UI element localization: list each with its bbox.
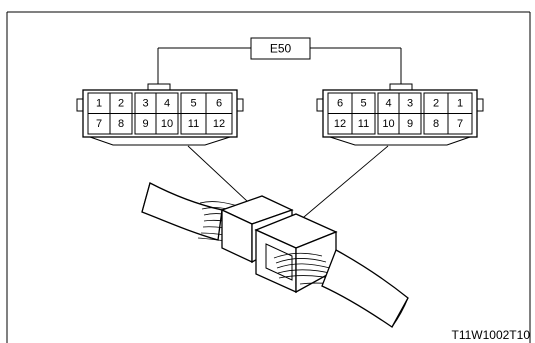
- pin-number: 12: [334, 118, 346, 130]
- pin-number: 9: [407, 118, 413, 130]
- left-top-row: 1 2 3 4 5 6: [96, 98, 222, 110]
- diagram-frame: [6, 11, 531, 343]
- pin-number: 7: [457, 118, 463, 130]
- pin-number: 10: [161, 118, 173, 130]
- pin-number: 8: [433, 118, 439, 130]
- pin-number: 8: [118, 118, 124, 130]
- pin-number: 5: [360, 98, 366, 110]
- pin-number: 2: [433, 98, 439, 110]
- pin-number: 9: [142, 118, 148, 130]
- figure-code: T11W1002T10: [452, 328, 531, 342]
- pin-number: 12: [213, 118, 225, 130]
- pin-number: 1: [96, 98, 102, 110]
- pin-number: 6: [216, 98, 222, 110]
- pin-number: 6: [337, 98, 343, 110]
- harness-illustration: [141, 182, 409, 328]
- pin-number: 4: [164, 98, 170, 110]
- left-pin-grid: [87, 92, 233, 135]
- right-connector-face: 6 5 4 3 2 1 12 11 10 9 8 7: [316, 83, 484, 146]
- connector-id-tag: E50: [157, 37, 402, 84]
- pin-number: 10: [382, 118, 394, 130]
- pin-number: 4: [385, 98, 391, 110]
- pin-number: 7: [96, 118, 102, 130]
- pin-number: 3: [407, 98, 413, 110]
- connector-id-label: E50: [270, 42, 292, 56]
- pin-number: 2: [118, 98, 124, 110]
- pin-number: 5: [190, 98, 196, 110]
- right-top-row: 6 5 4 3 2 1: [337, 98, 463, 110]
- right-bottom-row: 12 11 10 9 8 7: [334, 118, 463, 130]
- pin-number: 11: [188, 118, 199, 130]
- pin-number: 1: [457, 98, 463, 110]
- left-bottom-row: 7 8 9 10 11 12: [96, 118, 225, 130]
- right-pin-grid: [327, 92, 473, 135]
- pin-number: 11: [358, 118, 369, 130]
- pin-number: 3: [142, 98, 148, 110]
